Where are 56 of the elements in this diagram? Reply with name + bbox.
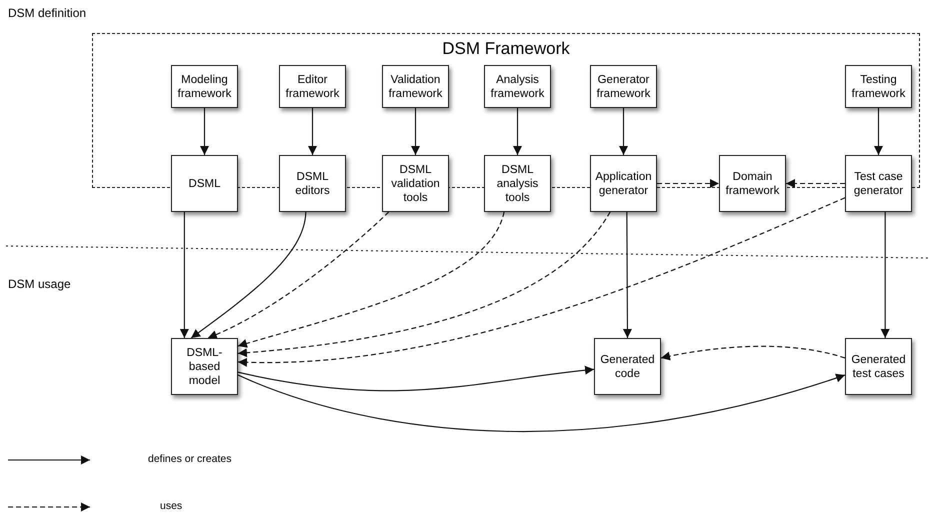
process-box (594, 338, 661, 395)
box-label: DSML analysis tools (496, 162, 540, 204)
arrow (200, 108, 209, 155)
process-box (171, 155, 238, 212)
process-box (484, 65, 551, 108)
box-label: Generated code (599, 352, 656, 380)
arrow (411, 108, 420, 155)
process-box (845, 155, 912, 212)
process-box (279, 155, 346, 212)
arrow (238, 366, 594, 392)
box-label: Generated test cases (850, 352, 907, 380)
box-label: Application generator (594, 170, 653, 198)
box-label: Test case generator (852, 170, 904, 198)
box-label: Editor framework (284, 72, 340, 100)
arrow (180, 212, 189, 338)
arrow (238, 197, 846, 366)
process-box (590, 155, 657, 212)
arrow (208, 212, 390, 339)
arrow (874, 108, 883, 155)
box-label: DSML validation tools (390, 162, 441, 204)
legend-label: uses (160, 500, 182, 512)
box-label: DSML-based model (186, 346, 224, 388)
box-label: DSML editors (294, 170, 331, 198)
process-box (171, 65, 238, 108)
process-box (590, 65, 657, 108)
box-label: Modeling framework (176, 72, 232, 100)
group-title: DSM Framework (442, 39, 570, 59)
arrow (657, 179, 719, 188)
arrow (619, 108, 628, 155)
process-box (845, 338, 912, 395)
box-label: Testing framework (850, 72, 906, 100)
box-label: Analysis framework (490, 72, 546, 100)
arrow (786, 179, 845, 188)
arrow (622, 212, 632, 338)
box-label: Validation framework (388, 72, 444, 100)
box-label: Generator framework (596, 72, 652, 100)
arrow (238, 373, 846, 432)
box-label: DSML (188, 176, 220, 190)
process-box (382, 65, 449, 108)
arrow (513, 108, 522, 155)
process-box (484, 155, 551, 212)
arrow (308, 108, 317, 155)
arrow (190, 212, 306, 338)
section-label: DSM usage (8, 277, 71, 291)
process-box (719, 155, 786, 212)
arrow (660, 346, 846, 361)
arrow (238, 212, 505, 348)
process-box (171, 338, 238, 395)
box-label: Domain framework (724, 170, 780, 198)
arrow (880, 212, 890, 338)
process-box (845, 65, 912, 108)
process-box (382, 155, 449, 212)
process-box (279, 65, 346, 108)
arrow (238, 212, 611, 358)
legend-label: defines or creates (148, 453, 232, 465)
section-label: DSM definition (8, 6, 86, 20)
